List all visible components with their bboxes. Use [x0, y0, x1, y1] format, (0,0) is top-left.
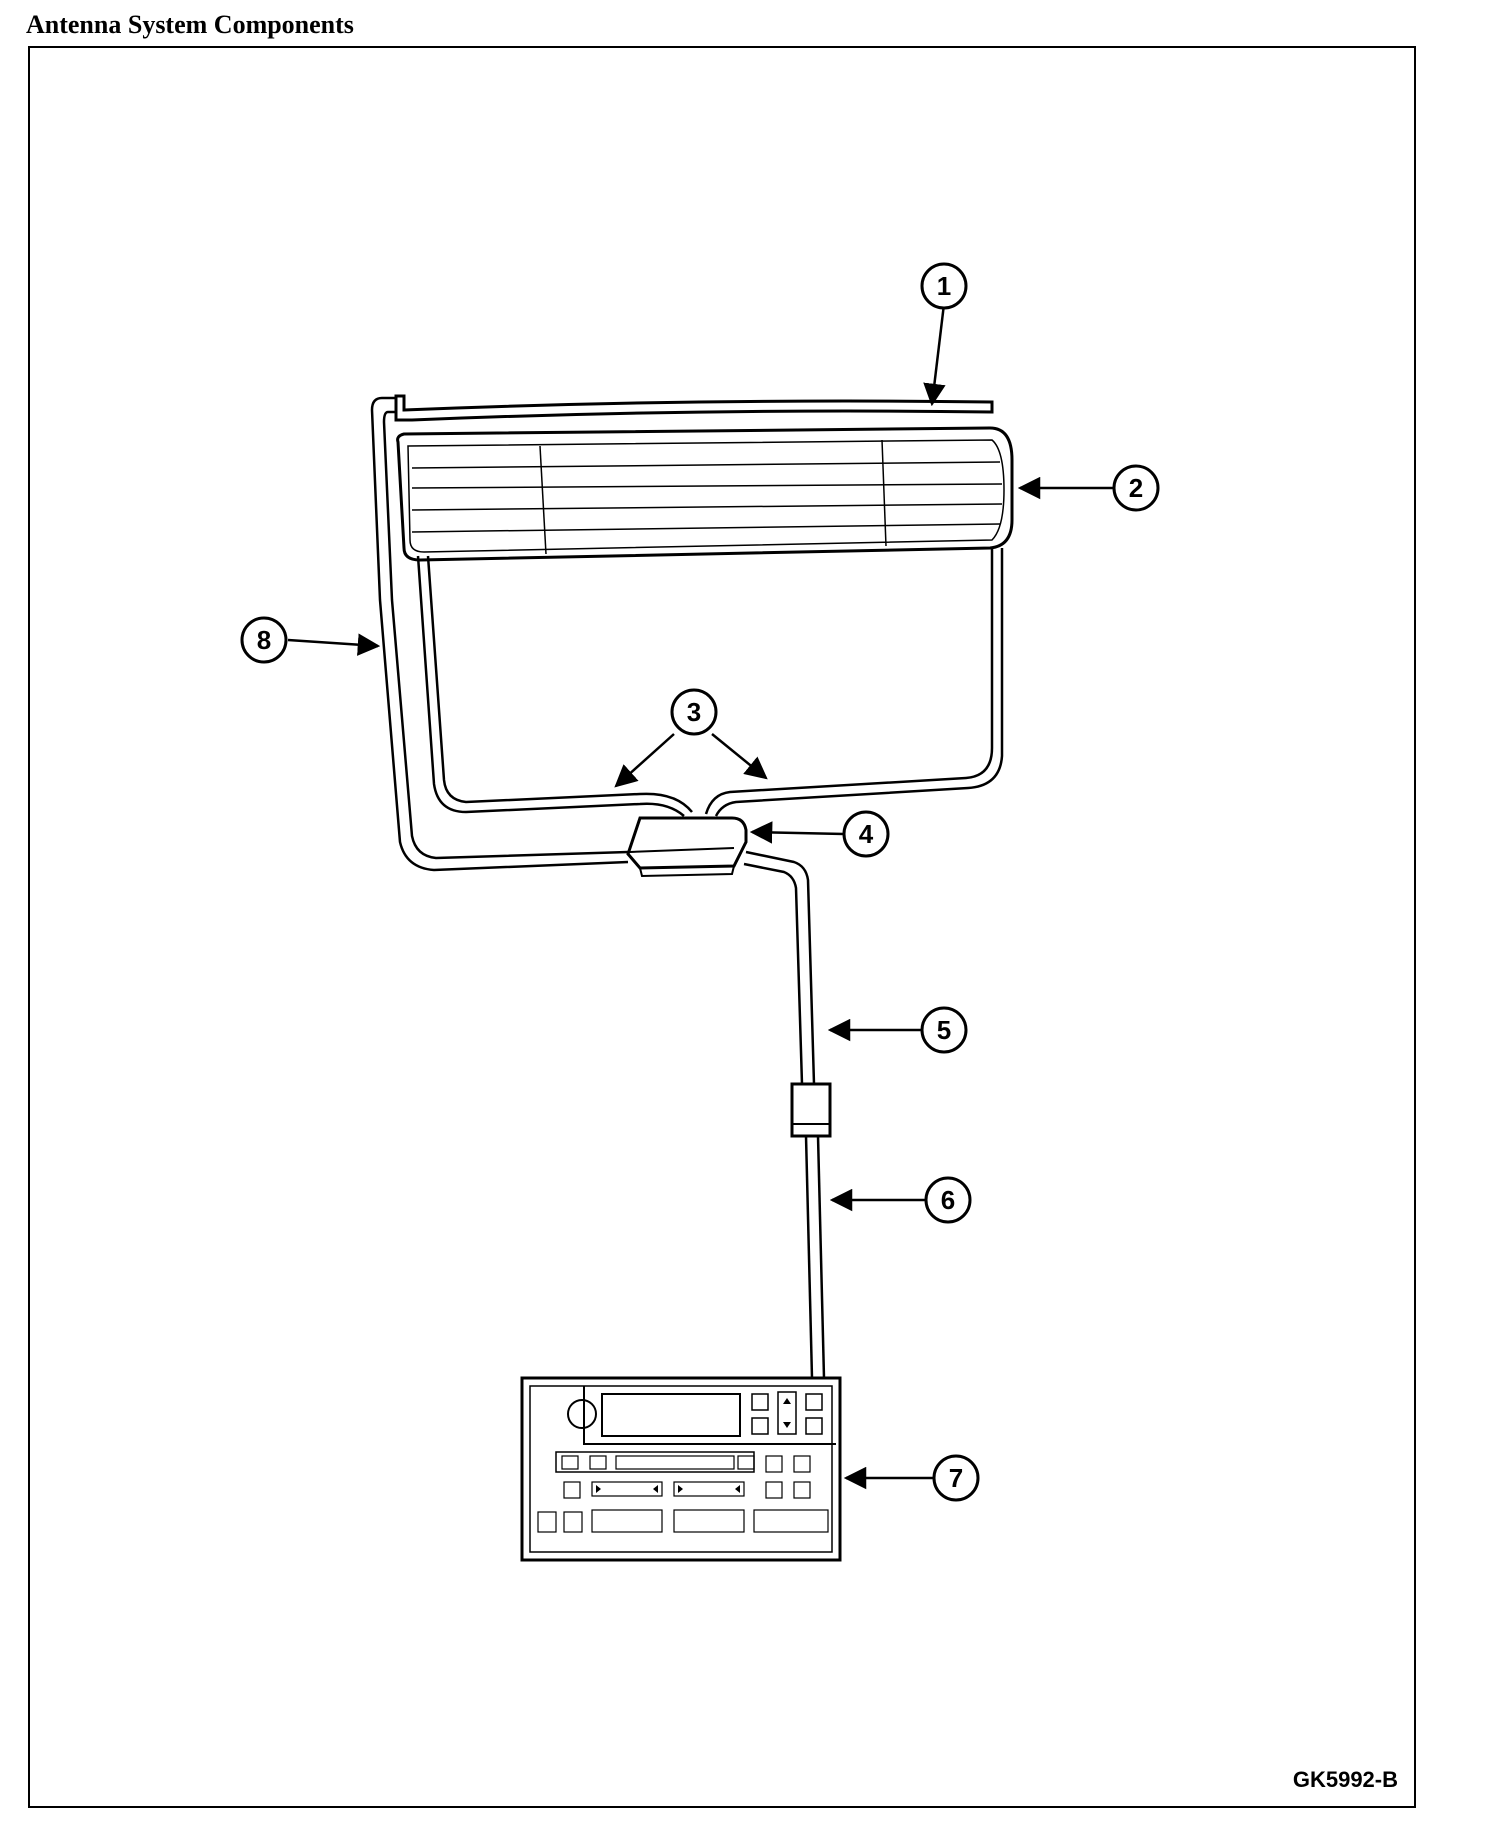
- radio-receiver: [520, 1376, 842, 1562]
- callout-3: 3: [670, 688, 718, 736]
- svg-text:7: 7: [949, 1463, 963, 1493]
- svg-text:3: 3: [687, 697, 701, 727]
- antenna-lead-right: [704, 548, 1004, 817]
- diagram-frame: [28, 46, 1416, 1808]
- rear-window-glass: [396, 426, 1014, 562]
- svg-text:5: 5: [937, 1015, 951, 1045]
- inline-cable-connector: [790, 1082, 832, 1138]
- cable-connector-to-radio: [804, 1135, 826, 1379]
- page-title: Antenna System Components: [26, 10, 354, 39]
- cable-left: [370, 396, 629, 872]
- callout-7: 7: [932, 1454, 980, 1502]
- roof-trim-strip: [394, 394, 994, 422]
- svg-text:1: 1: [937, 271, 951, 301]
- callout-leaders: [287, 303, 1114, 1490]
- svg-text:2: 2: [1129, 473, 1143, 503]
- svg-text:6: 6: [941, 1185, 955, 1215]
- cable-amplifier-to-connector: [743, 850, 816, 1085]
- figure-code: GK5992-B: [1293, 1767, 1398, 1792]
- callout-8: 8: [240, 616, 288, 664]
- antenna-amplifier-module: [626, 816, 748, 878]
- svg-text:8: 8: [257, 625, 271, 655]
- callout-1: 1: [920, 262, 968, 310]
- callout-2: 2: [1112, 464, 1160, 512]
- callout-6: 6: [924, 1176, 972, 1224]
- callout-5: 5: [920, 1006, 968, 1054]
- svg-text:4: 4: [859, 819, 874, 849]
- callout-4: 4: [842, 810, 890, 858]
- defrost-grid-lines: [411, 439, 1003, 555]
- antenna-lead-left: [416, 555, 693, 817]
